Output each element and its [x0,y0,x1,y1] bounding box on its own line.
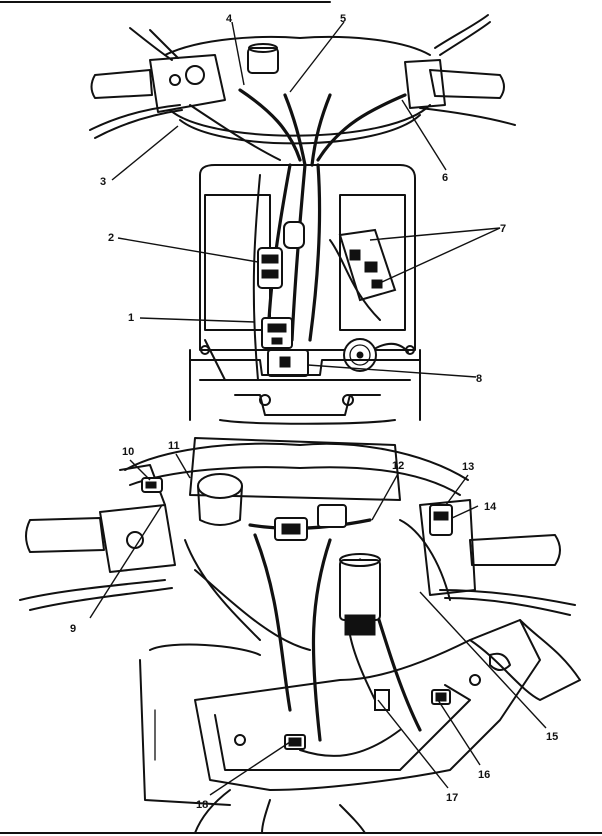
callout-2: 2 [108,232,114,244]
callout-13: 13 [462,461,474,473]
lower-panel-left [139,659,231,806]
callout-labels: 1 2 3 4 5 6 7 8 9 10 11 12 13 14 15 16 1… [70,13,558,811]
lower-tray [194,619,541,791]
callout-18: 18 [196,799,208,811]
right-grip [429,69,505,99]
callout-7: 7 [500,223,506,235]
callout-16: 16 [478,769,490,781]
callout-1: 1 [128,312,134,324]
callout-17: 17 [446,792,458,804]
left-grip [90,69,153,99]
callout-6: 6 [442,172,448,184]
callout-11: 11 [168,440,180,452]
left-switch-housing [149,54,226,113]
callout-5: 5 [340,13,346,25]
callout-10: 10 [122,446,134,458]
lower-leaders [89,453,547,796]
right-switch-housing [404,59,446,109]
callout-12: 12 [392,460,404,472]
lower-left-grip [25,517,105,553]
callout-15: 15 [546,731,558,743]
lower-view [19,437,581,834]
lower-left-switch [99,504,176,573]
upper-leaders [111,21,501,378]
upper-view [89,14,516,425]
callout-3: 3 [100,176,106,188]
lower-right-grip [469,534,561,566]
callout-14: 14 [484,501,497,513]
callout-4: 4 [226,13,233,25]
front-panel [199,164,416,351]
callout-8: 8 [476,373,482,385]
connector-2 [257,247,283,289]
lower-right-switch [419,499,476,596]
callout-9: 9 [70,623,76,635]
master-cylinder-upper [247,47,279,74]
coil-unit [339,559,381,621]
master-cylinder-lower [197,473,243,499]
